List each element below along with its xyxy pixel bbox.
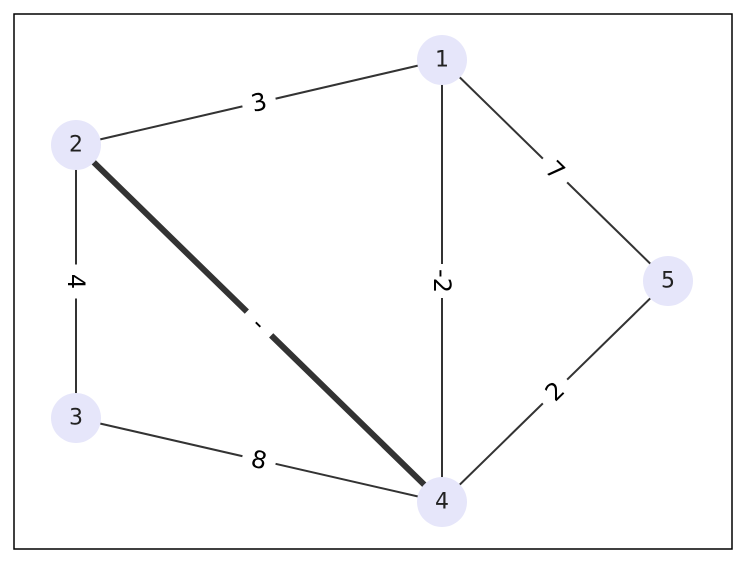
edge-4-5: 2 xyxy=(441,280,669,503)
node-label: 5 xyxy=(661,269,675,294)
edge-weight-label: 3 xyxy=(248,87,269,118)
edge-label-background xyxy=(239,441,279,479)
edge-weight-label: 4 xyxy=(62,274,90,289)
edge-label-group: 4 xyxy=(61,264,91,299)
node-label: 3 xyxy=(69,406,83,431)
node-label: 2 xyxy=(69,133,83,158)
node-circle xyxy=(417,477,467,527)
nodes-layer: 1 2 3 4 5 xyxy=(51,35,693,527)
edge-label-group: - xyxy=(236,300,282,347)
node-3: 3 xyxy=(51,393,101,443)
edge-2-1: 3 xyxy=(75,59,443,146)
edge-label-group: 8 xyxy=(239,441,279,479)
node-label: 1 xyxy=(435,48,449,73)
edge-label-group: 2 xyxy=(532,368,578,415)
node-circle xyxy=(417,35,467,85)
node-circle xyxy=(643,256,693,306)
plot-frame xyxy=(13,13,733,550)
edge-1-5: 7 xyxy=(441,59,669,282)
edges-layer: 3 7 -2 4 - 8 2 xyxy=(61,59,669,505)
node-4: 4 xyxy=(417,477,467,527)
node-circle xyxy=(51,393,101,443)
edge-label-group: -2 xyxy=(427,264,457,298)
edge-label-background xyxy=(532,368,578,415)
edge-label-group: 3 xyxy=(239,84,279,121)
edge-2-4: - xyxy=(73,142,445,505)
node-2: 2 xyxy=(51,120,101,170)
edge-1-4: -2 xyxy=(427,60,457,502)
edge-weight-label: -2 xyxy=(428,269,456,293)
edge-label-background xyxy=(236,300,282,347)
edge-weight-label: 8 xyxy=(248,445,269,476)
node-5: 5 xyxy=(643,256,693,306)
edge-2-3: 4 xyxy=(61,145,91,418)
edge-3-4: 8 xyxy=(75,417,443,503)
edge-label-background xyxy=(61,264,91,299)
edge-label-background xyxy=(427,264,457,298)
node-1: 1 xyxy=(417,35,467,85)
node-label: 4 xyxy=(435,490,449,515)
edge-label-background xyxy=(532,147,578,194)
node-circle xyxy=(51,120,101,170)
edge-label-group: 7 xyxy=(532,147,578,194)
edge-label-background xyxy=(239,84,279,121)
